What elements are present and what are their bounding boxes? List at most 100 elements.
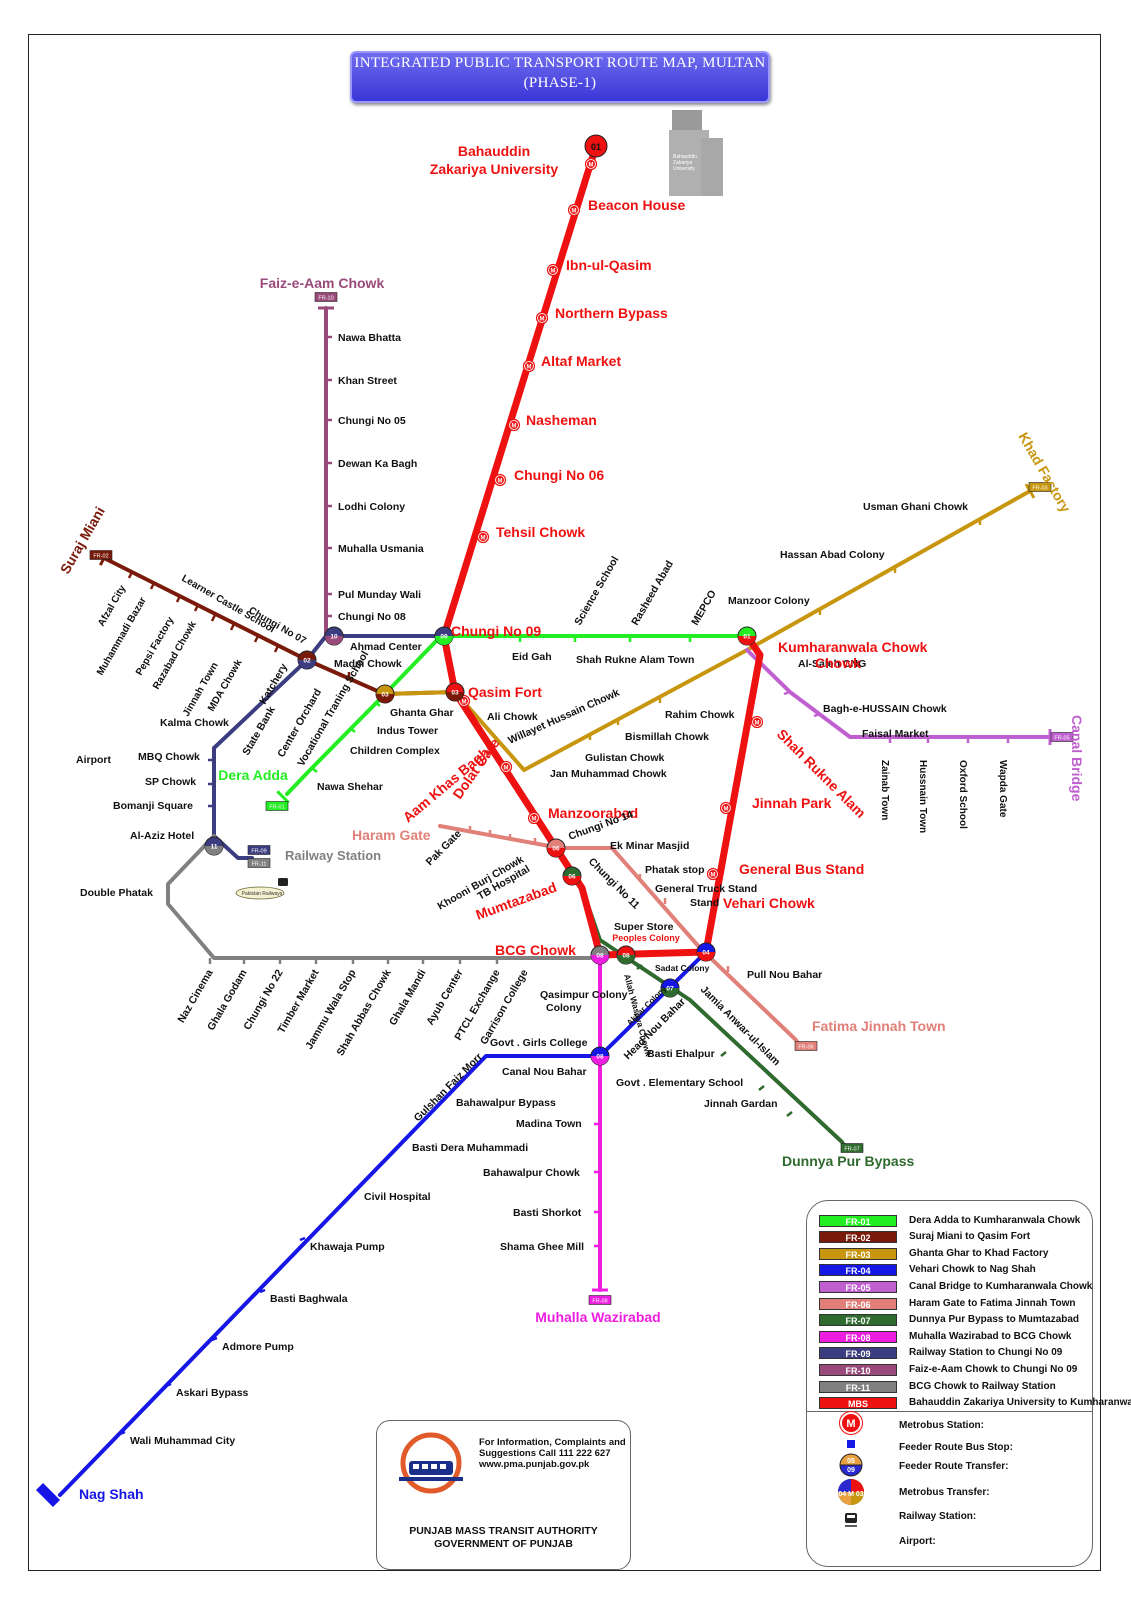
- legend-label: Dera Adda to Kumharanwala Chowk: [909, 1214, 1081, 1226]
- legend-swatch: FR-03: [819, 1247, 897, 1260]
- svg-text:M: M: [711, 873, 716, 879]
- station-label-bahauddin-line1: Bahauddin: [458, 143, 530, 159]
- legend-swatch: FR-07: [819, 1314, 897, 1327]
- svg-text:FR-06: FR-06: [798, 1045, 813, 1051]
- station-label-wali-muhammad-city: Wali Muhammad City: [130, 1435, 235, 1447]
- station-label-faisal-market: Faisal Market: [862, 728, 929, 740]
- transfer-head-nou-bahar-icon: 07: [660, 978, 680, 998]
- legend-label: Faiz-e-Aam Chowk to Chungi No 09: [909, 1363, 1078, 1375]
- station-label-nawa-bhatta: Nawa Bhatta: [338, 332, 401, 344]
- legend-swatch: FR-09: [819, 1347, 897, 1360]
- metrobus-station-icon: M: [527, 811, 541, 825]
- route-line-fr-10: [324, 306, 443, 638]
- stop-tick: [229, 623, 236, 631]
- station-label-canal-nou-bahar: Canal Nou Bahar: [502, 1066, 587, 1078]
- station-label-stand: Stand: [690, 897, 719, 909]
- fr-11-badge: FR-11: [247, 858, 271, 868]
- station-label-shah-rukne-alam-town: Shah Rukne Alam Town: [576, 654, 694, 666]
- station-label-mbq-chowk: MBQ Chowk: [138, 751, 200, 763]
- university-building-icon: Bahauddin Zakariya University: [669, 110, 723, 196]
- contact-line2: Suggestions Call 111 222 627: [479, 1448, 611, 1459]
- stop-tick: [211, 1336, 218, 1342]
- station-label-kumharanwala-chowk: Kumharanwala Chowk: [778, 639, 928, 655]
- metrobus-station-icon: M: [706, 867, 720, 881]
- map-frame: [28, 34, 1101, 1571]
- svg-text:M: M: [504, 766, 509, 772]
- pmta-logo-icon: [399, 1432, 463, 1494]
- svg-text:04 M 03: 04 M 03: [838, 1491, 863, 1498]
- station-label-basti-shorkot: Basti Shorkot: [513, 1207, 582, 1219]
- svg-text:05: 05: [847, 1458, 855, 1465]
- terminal-muhalla-wazirabad: Muhalla Wazirabad: [535, 1309, 661, 1325]
- station-label-khawaja-pump: Khawaja Pump: [310, 1241, 385, 1253]
- station-label-bahawalpur-chowk: Bahawalpur Chowk: [483, 1167, 580, 1179]
- stop-tick: [175, 595, 182, 603]
- fr-01-badge: FR-01: [265, 801, 289, 811]
- map-title: INTEGRATED PUBLIC TRANSPORT ROUTE MAP, M…: [350, 51, 770, 103]
- svg-text:09: 09: [847, 1467, 855, 1474]
- metrobus-station-icon: M: [493, 473, 507, 487]
- station-label-haram-gate: Haram Gate: [352, 827, 431, 843]
- railway-station-icon: [845, 1513, 857, 1527]
- fr-07-badge: FR-07: [840, 1143, 864, 1153]
- pakistan-railways-logo: [235, 886, 285, 900]
- transfer-ahmad-center-icon: 10: [324, 626, 344, 646]
- station-label-ghanta-ghar: Ghanta Ghar: [390, 707, 454, 719]
- authority-name-line2: GOVERNMENT OF PUNJAB: [434, 1538, 573, 1550]
- svg-text:07: 07: [666, 986, 674, 993]
- station-label-basti-baghwala: Basti Baghwala: [270, 1293, 348, 1305]
- feeder-stop-icon: [847, 1440, 855, 1448]
- route-line-fr-01-west: [285, 634, 443, 796]
- station-label-rasheed-abad: Rasheed Abad: [629, 559, 676, 628]
- station-label-shama-ghee-mill: Shama Ghee Mill: [500, 1241, 584, 1253]
- route-line-mbs: [440, 142, 764, 959]
- station-label-double-phatak: Double Phatak: [80, 887, 153, 899]
- metrobus-station-icon: M: [507, 418, 521, 432]
- station-label-children-complex: Children Complex: [350, 745, 440, 757]
- station-label-pul-munday-wali: Pul Munday Wali: [338, 589, 421, 601]
- authority-box: For Information, Complaints and Suggesti…: [376, 1420, 631, 1570]
- station-label-ahmad-center: Ahmad Center: [350, 641, 422, 653]
- svg-text:01: 01: [591, 142, 601, 152]
- stop-tick: [353, 1186, 360, 1192]
- legend-symbol-metrobus-station: Metrobus Station:: [899, 1420, 984, 1431]
- fr-09-badge: FR-09: [247, 845, 271, 855]
- station-label-chungi-no-11: Chungi No 11: [586, 856, 642, 912]
- svg-text:04: 04: [702, 950, 710, 957]
- svg-text:08: 08: [596, 953, 604, 960]
- svg-text:03: 03: [381, 692, 389, 699]
- metrobus-station-icon: M: [522, 359, 536, 373]
- station-label-nawa-shehar: Nawa Shehar: [317, 781, 383, 793]
- station-label-manzoor-colony: Manzoor Colony: [728, 595, 810, 607]
- svg-text:FR-09: FR-09: [251, 849, 266, 855]
- metrobus-station-icon: M: [535, 311, 549, 325]
- station-label-muhalla-usmania: Muhalla Usmania: [338, 543, 424, 555]
- authority-name: PUNJAB MASS TRANSIT AUTHORITY GOVERNMENT…: [377, 1525, 630, 1551]
- station-label-mepco: MEPCO: [689, 588, 719, 627]
- stop-tick: [758, 1085, 765, 1091]
- svg-text:02: 02: [303, 658, 311, 665]
- station-label-qasim-fort: Qasim Fort: [468, 684, 542, 700]
- svg-text:M: M: [551, 269, 556, 275]
- legend-swatch: FR-06: [819, 1297, 897, 1310]
- station-label-rahim-chowk: Rahim Chowk: [665, 709, 735, 721]
- station-label-askari-bypass: Askari Bypass: [176, 1387, 249, 1399]
- stop-tick: [445, 1092, 452, 1098]
- legend-label: BCG Chowk to Railway Station: [909, 1380, 1056, 1392]
- route-line-fr-03: [383, 489, 1032, 772]
- svg-text:08: 08: [596, 1054, 604, 1061]
- transfer-kumharanwala-icon: 01: [737, 626, 757, 646]
- stop-tick: [259, 1288, 266, 1294]
- svg-text:M: M: [572, 209, 577, 215]
- station-label-basti-ehalpur: Basti Ehalpur: [647, 1048, 715, 1060]
- station-label-science-school: Science School: [572, 554, 621, 627]
- website-link[interactable]: www.pma.punjab.gov.pk: [479, 1459, 590, 1470]
- station-label-madni-chowk: Madni Chowk: [334, 658, 402, 670]
- metrobus-station-icon: M: [584, 157, 598, 171]
- station-label-al-saleh-cng: Al-Saleh CNG: [798, 658, 866, 670]
